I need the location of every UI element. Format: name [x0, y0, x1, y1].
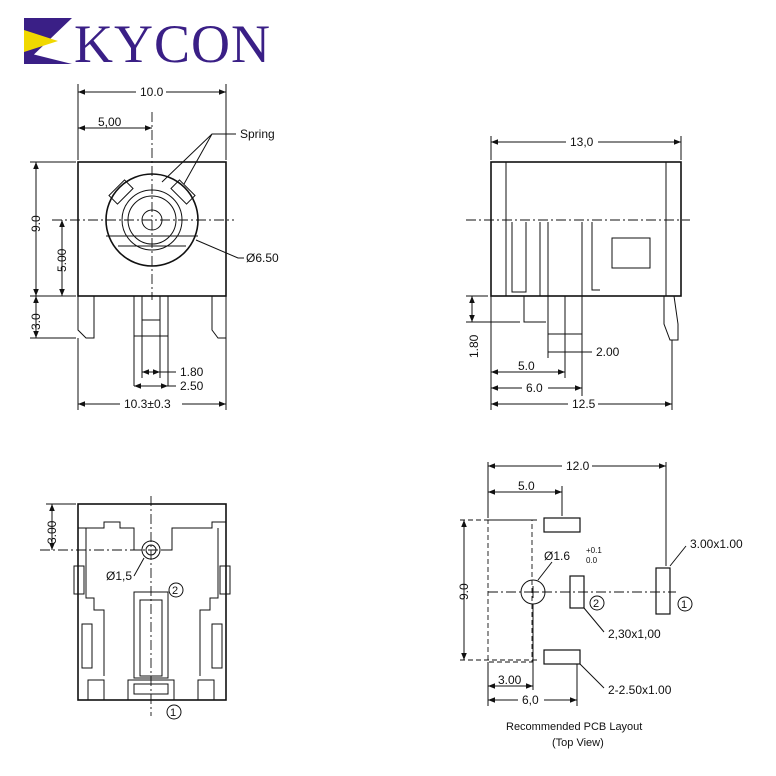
side-view: 13,0 1.80 2.00 5.0 6.0 12.5 — [466, 134, 690, 411]
pad-1-size-label: 3.00x1.00 — [690, 537, 743, 551]
pin-offset-2-label: 6.0 — [526, 381, 543, 395]
pin-width-outer-label: 2.50 — [180, 379, 204, 393]
diameter-label: Ø6.50 — [246, 251, 279, 265]
center-height-label: 5.00 — [55, 248, 69, 272]
bottom-pin-2-label: 2 — [172, 585, 178, 597]
pin-width-inner-label: 1.80 — [180, 365, 204, 379]
pcb-offset-3-label: 3.00 — [498, 673, 522, 687]
pin-offset-1-label: 5.0 — [518, 359, 535, 373]
pcb-hole-tol-upper: +0.1 — [586, 546, 602, 555]
front-view: Spring Ø6.50 10.0 5,00 9.0 5.00 3.0 1.80… — [29, 84, 279, 411]
pcb-caption-sub: (Top View) — [552, 737, 604, 749]
height-label: 9.0 — [29, 215, 43, 232]
pcb-offset-5-label: 5.0 — [518, 479, 535, 493]
pad-3-size-label: 2-2.50x1.00 — [608, 683, 672, 697]
pcb-offset-6-label: 6,0 — [522, 693, 539, 707]
logo-chevron-icon — [24, 30, 58, 52]
pin-height-label: 1.80 — [467, 334, 481, 358]
kycon-logo: KYCON — [24, 14, 271, 74]
pcb-hole-tol-lower: 0.0 — [586, 556, 598, 565]
width-bottom-label: 10.3±0.3 — [124, 397, 171, 411]
pin-length-label: 3.0 — [29, 313, 43, 330]
pcb-overall-label: 12.0 — [566, 459, 590, 473]
pcb-pin-1-label: 1 — [681, 599, 687, 611]
pcb-caption: Recommended PCB Layout — [506, 721, 642, 733]
pad-2-size-label: 2,30x1,00 — [608, 627, 661, 641]
hole-offset-label: 3.00 — [45, 520, 59, 544]
bottom-pin-1-label: 1 — [170, 707, 176, 719]
pin-gap-label: 2.00 — [596, 345, 620, 359]
hole-diameter-label: Ø1,5 — [106, 569, 132, 583]
pcb-pin-2-label: 2 — [593, 598, 599, 610]
brand-name: KYCON — [74, 14, 271, 74]
half-width-label: 5,00 — [98, 115, 122, 129]
length-label: 13,0 — [570, 135, 594, 149]
width-top-label: 10.0 — [140, 85, 164, 99]
pcb-hole-label: Ø1.6 — [544, 549, 570, 563]
bottom-view: 3.00 Ø1,5 2 1 — [40, 496, 231, 720]
pcb-height-label: 9.0 — [457, 583, 471, 600]
pcb-layout: 12.0 5.0 9.0 Ø1.6 +0.1 0.0 3.00x1.00 1 2… — [457, 458, 743, 749]
spring-label: Spring — [240, 127, 275, 141]
overall-length-label: 12.5 — [572, 397, 596, 411]
